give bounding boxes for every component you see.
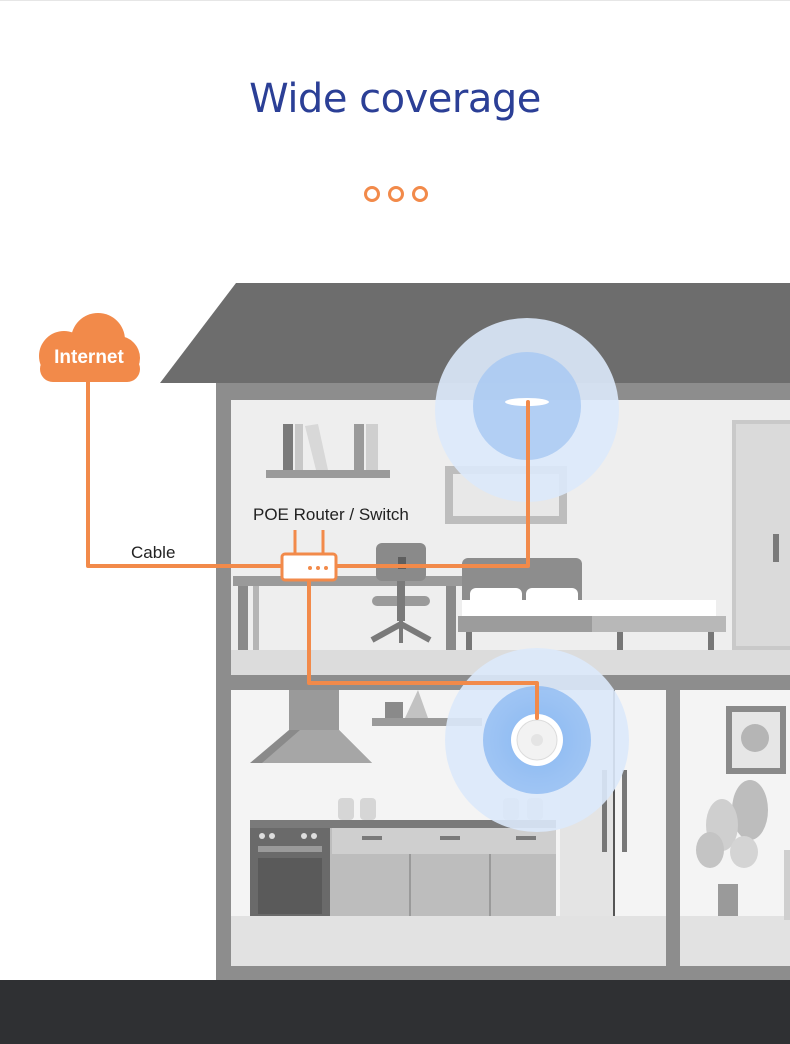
kitchen-shelf [372,690,482,726]
internet-label: Internet [54,347,124,368]
desk [233,576,463,650]
bed [458,558,726,650]
range-hood [250,690,372,763]
dot-1[interactable] [364,186,380,202]
plant [696,780,768,916]
office-chair [370,543,432,643]
house-diagram: Internet POE Router / Switch Cable [39,283,790,980]
cable-lines [86,376,539,720]
framed-art [726,706,786,774]
cable-label: Cable [131,543,175,562]
pagination-dots [364,186,428,202]
footer-bar [0,980,790,1044]
wardrobe [732,420,790,650]
bookshelf [266,424,390,478]
router-icon [280,530,338,582]
page-title: Wide coverage [249,76,541,122]
top-divider [0,0,790,1]
access-point-icon [511,714,563,766]
kitchen-counter [250,820,556,916]
roof [160,283,790,383]
dot-3[interactable] [412,186,428,202]
router-label: POE Router / Switch [253,505,409,524]
cloud-icon[interactable] [39,313,140,382]
dot-2[interactable] [388,186,404,202]
